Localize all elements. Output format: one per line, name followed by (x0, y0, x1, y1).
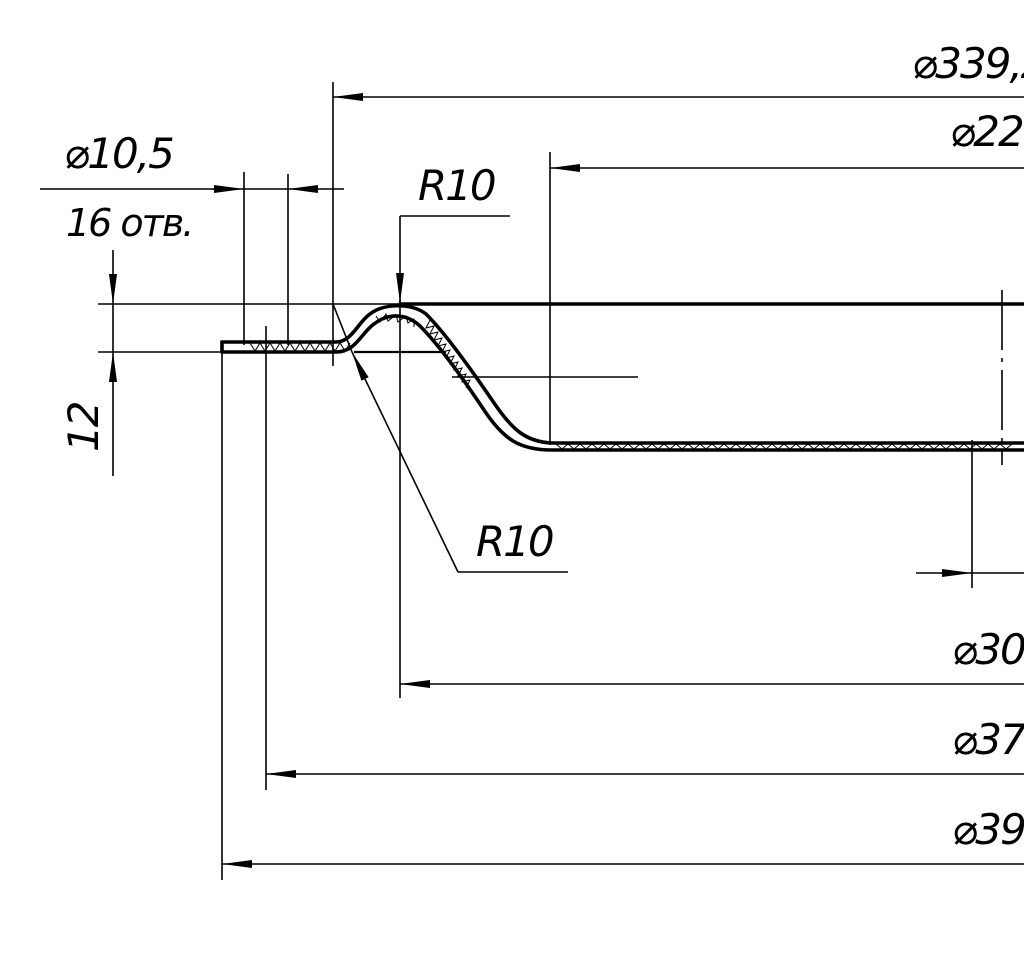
label-d39: ⌀39 (952, 805, 1024, 854)
label-d10-5: ⌀10,5 (64, 129, 173, 178)
label-d22: ⌀22 (950, 107, 1023, 156)
dimension-labels: ⌀339,2 ⌀22 ⌀10,5 16 отв. R10 R10 12 ⌀30 … (59, 39, 1024, 854)
label-d30: ⌀30 (952, 625, 1024, 674)
leader-r10-bottom-d (351, 351, 459, 573)
label-r10-top: R10 (418, 161, 495, 210)
label-r10-bottom: R10 (476, 517, 553, 566)
label-holes: 16 отв. (66, 201, 192, 245)
profile-outer-line (220, 303, 1024, 445)
profile-inner-line (220, 314, 1024, 452)
label-height-12: 12 (59, 402, 108, 452)
extension-lines (98, 82, 1003, 880)
label-d339: ⌀339,2 (912, 39, 1024, 88)
profile-hatch (249, 312, 1013, 450)
label-d37: ⌀37 (952, 715, 1024, 764)
dimension-lines (40, 93, 1024, 868)
part-profile (220, 302, 1024, 452)
